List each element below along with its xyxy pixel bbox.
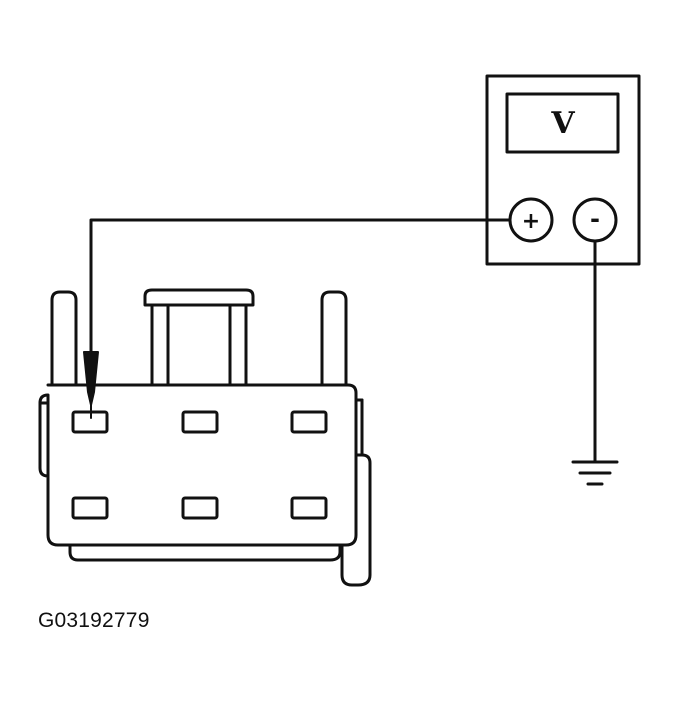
connector-pin-2 — [181, 410, 219, 434]
connector-pin-3 — [290, 410, 328, 434]
probe-tip-icon — [83, 351, 99, 419]
connector-right-tab — [320, 290, 348, 387]
connector-top-lock — [143, 288, 255, 387]
voltmeter-display-symbol: V — [550, 106, 575, 141]
connector-pin-5 — [181, 496, 219, 520]
connector-pin-6 — [290, 496, 328, 520]
ground-symbol-icon — [571, 460, 619, 486]
electrical-connector — [38, 288, 372, 587]
positive-terminal-label: + — [522, 209, 540, 234]
connector-pin-4 — [71, 496, 109, 520]
negative-terminal: - — [572, 197, 618, 243]
voltmeter: V + - — [485, 74, 641, 266]
positive-test-lead — [89, 218, 512, 354]
positive-terminal: + — [508, 197, 554, 243]
negative-terminal-label: - — [590, 205, 600, 233]
voltmeter-display — [505, 92, 620, 154]
connector-left-tab — [50, 290, 78, 387]
connector-housing — [38, 383, 358, 547]
figure-id: G03192779 — [38, 609, 150, 632]
